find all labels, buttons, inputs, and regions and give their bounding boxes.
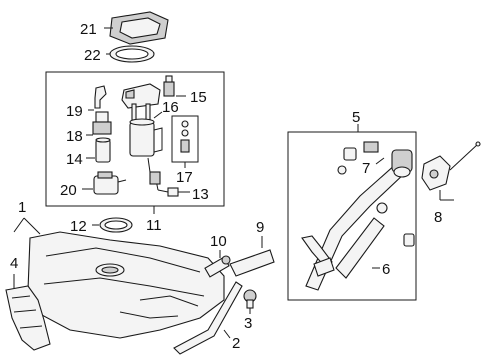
sender-bolt <box>180 120 190 153</box>
callout-13: 13 <box>192 186 209 203</box>
callout-22: 22 <box>84 47 101 64</box>
callout-5: 5 <box>352 109 360 126</box>
fuel-tank <box>27 231 225 339</box>
callout-20: 20 <box>60 182 77 199</box>
fuel-door <box>421 141 481 191</box>
callout-15: 15 <box>190 89 207 106</box>
fuel-pump-body <box>129 118 163 157</box>
callout-11: 11 <box>146 217 162 234</box>
strap-bolt <box>243 289 257 309</box>
callout-19: 19 <box>66 103 83 120</box>
filler-hose <box>229 249 275 277</box>
callout-9: 9 <box>256 219 264 236</box>
callout-8: 8 <box>434 209 442 226</box>
callout-1: 1 <box>18 199 26 216</box>
filler-neck-clip <box>337 141 379 175</box>
callout-12: 12 <box>70 218 87 235</box>
pump-cylinder <box>95 137 111 163</box>
callout-21: 21 <box>80 21 97 38</box>
callout-3: 3 <box>244 315 252 332</box>
callout-4: 4 <box>10 255 18 272</box>
pump-upper-housing <box>121 83 161 121</box>
callout-17: 17 <box>176 169 193 186</box>
tank-strap <box>173 281 243 355</box>
filler-neck-pipe <box>301 149 415 291</box>
fuel-vapor-valve <box>204 255 231 278</box>
wiring-connector <box>163 75 175 97</box>
fuel-pump-seal-ring <box>109 45 155 63</box>
callout-6: 6 <box>382 261 390 278</box>
callout-18: 18 <box>66 128 83 145</box>
pressure-connector <box>94 85 107 109</box>
fuel-pump-cover-plate <box>109 11 169 45</box>
callout-16: 16 <box>162 99 179 116</box>
heat-shield <box>5 285 51 351</box>
callout-10: 10 <box>210 233 227 250</box>
callout-2: 2 <box>232 335 240 352</box>
fuel-pump-motor <box>93 171 127 195</box>
callout-7: 7 <box>362 160 370 177</box>
callout-14: 14 <box>66 151 83 168</box>
tank-gasket-ring <box>99 217 133 233</box>
fuel-level-sensor <box>147 157 179 197</box>
filler-neck-box <box>287 131 417 301</box>
fuel-pump-module-box <box>45 71 225 207</box>
filter-cap <box>92 111 112 135</box>
